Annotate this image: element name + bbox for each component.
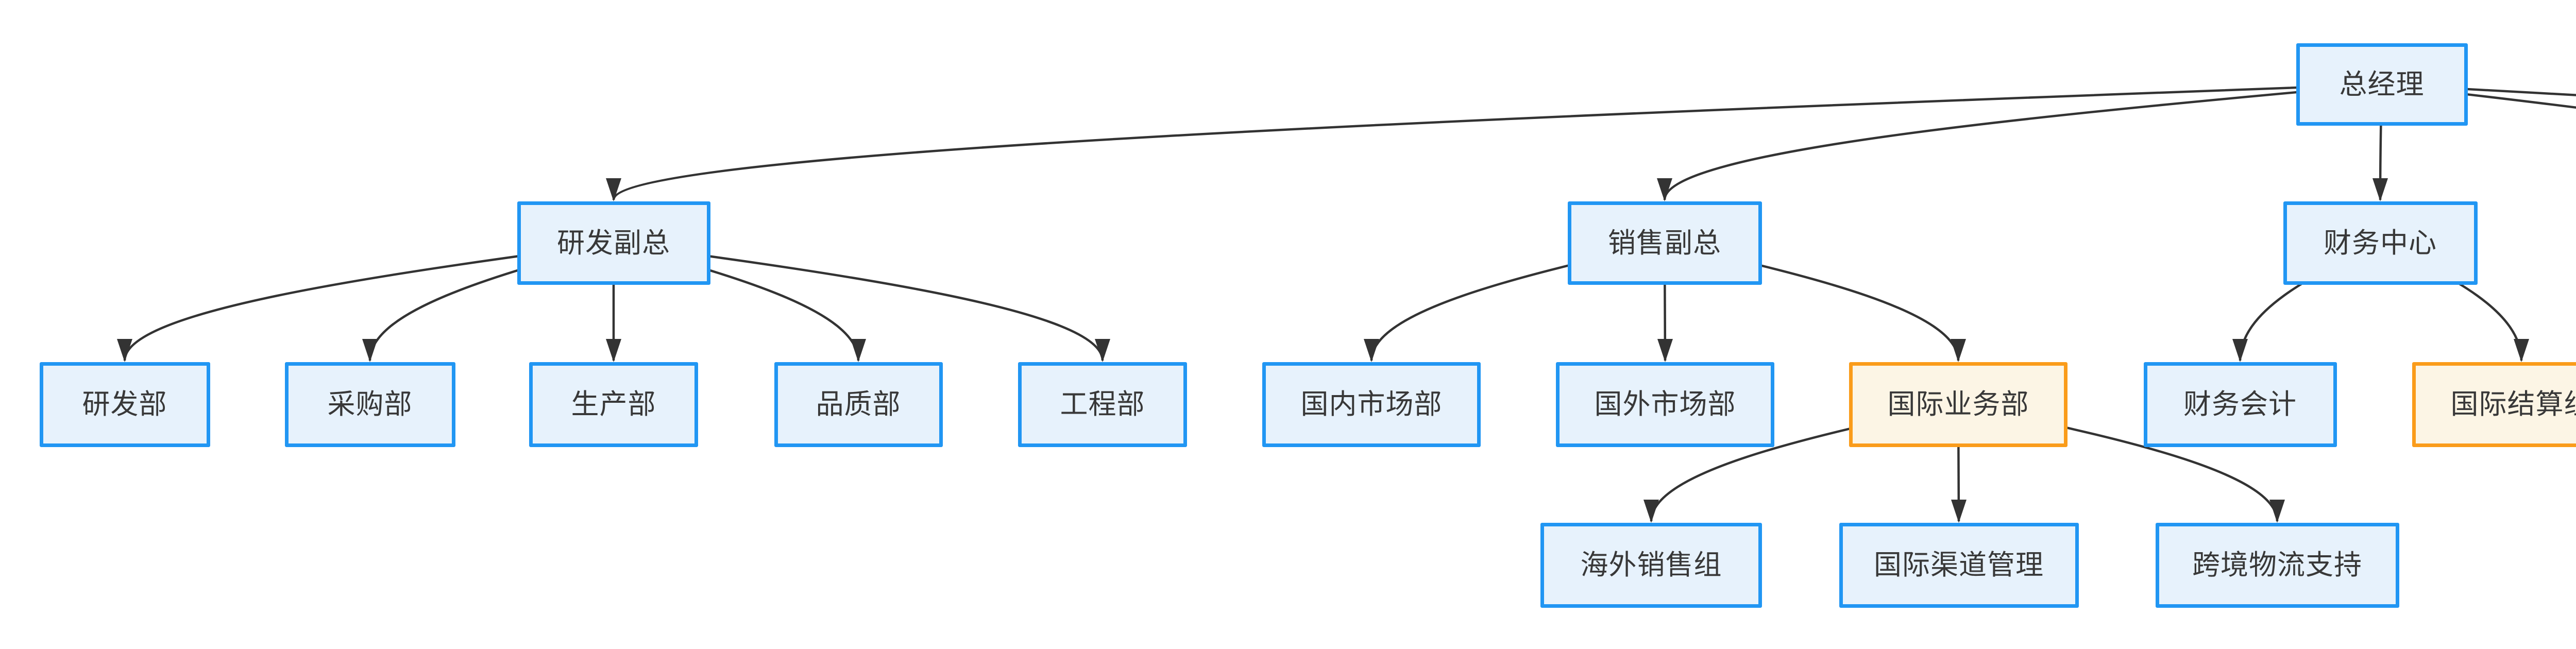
node-overseas-market-dept[interactable]: 国外市场部 [1556, 362, 1774, 447]
node-label: 品质部 [816, 389, 901, 420]
node-label: 销售副总 [1608, 227, 1721, 259]
node-rd-dept[interactable]: 研发部 [39, 362, 210, 447]
node-general-manager[interactable]: 总经理 [2296, 43, 2468, 126]
node-engineering-dept[interactable]: 工程部 [1018, 362, 1187, 447]
node-domestic-market-dept[interactable]: 国内市场部 [1262, 362, 1481, 447]
node-label: 采购部 [327, 389, 413, 420]
node-intl-business-dept[interactable]: 国际业务部 [1849, 362, 2067, 447]
node-label: 国际业务部 [1887, 389, 2029, 420]
node-label: 生产部 [571, 389, 656, 420]
node-label: 研发副总 [557, 227, 670, 259]
edge-rd-vp-to-engineering-dept [613, 242, 1110, 362]
node-sales-vp[interactable]: 销售副总 [1567, 201, 1762, 285]
node-intl-settlement-group[interactable]: 国际结算组 [2412, 362, 2576, 447]
node-label: 跨境物流支持 [2192, 550, 2362, 581]
node-overseas-sales-group[interactable]: 海外销售组 [1540, 523, 1762, 608]
node-label: 国际渠道管理 [1874, 550, 2044, 581]
node-label: 财务会计 [2183, 389, 2297, 420]
node-production-dept[interactable]: 生产部 [529, 362, 698, 447]
node-intl-channel-management[interactable]: 国际渠道管理 [1839, 523, 2079, 608]
edge-general-manager-to-rd-vp [606, 83, 2382, 201]
edge-general-manager-to-sales-vp [1657, 83, 2382, 201]
node-cross-border-logistics-support[interactable]: 跨境物流支持 [2155, 523, 2399, 608]
edge-general-manager-to-admin-hr [2381, 83, 2576, 109]
node-finance-center[interactable]: 财务中心 [2283, 201, 2478, 285]
node-label: 国际结算组 [2450, 389, 2576, 420]
node-label: 国内市场部 [1300, 389, 1443, 420]
edge-rd-vp-to-rd-dept [117, 242, 614, 362]
edge-group [117, 83, 2576, 523]
node-label: 海外销售组 [1580, 550, 1722, 581]
node-label: 研发部 [82, 389, 167, 420]
node-quality-dept[interactable]: 品质部 [774, 362, 943, 447]
node-finance-accounting[interactable]: 财务会计 [2143, 362, 2337, 447]
node-rd-vp[interactable]: 研发副总 [517, 201, 710, 285]
node-label: 国外市场部 [1594, 389, 1736, 420]
node-label: 财务中心 [2324, 227, 2437, 259]
node-label: 总经理 [2339, 69, 2425, 100]
node-label: 工程部 [1060, 389, 1145, 420]
node-procurement-dept[interactable]: 采购部 [284, 362, 455, 447]
